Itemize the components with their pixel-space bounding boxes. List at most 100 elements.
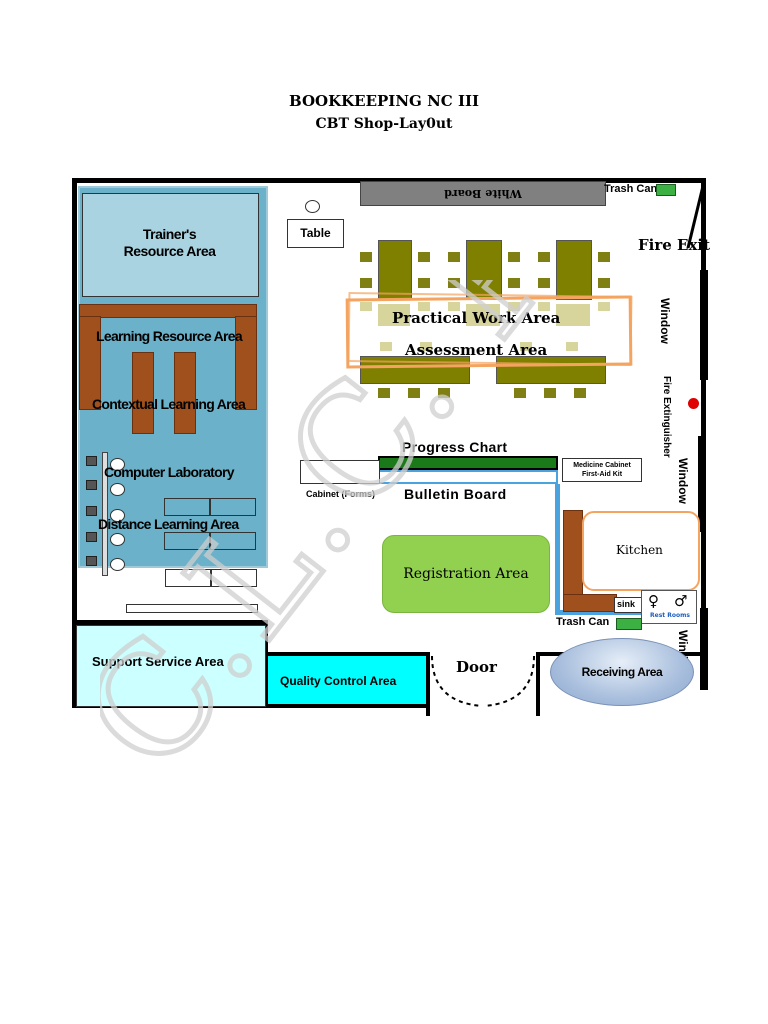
divider-wall-bottom bbox=[555, 610, 641, 615]
chair-icon bbox=[360, 278, 372, 288]
chair-icon bbox=[360, 252, 372, 262]
chair-icon bbox=[418, 302, 430, 311]
stool-icon bbox=[110, 483, 125, 496]
bulletin-board-label: Bulletin Board bbox=[404, 486, 507, 502]
chair-icon bbox=[418, 252, 430, 262]
door-swing bbox=[431, 655, 535, 707]
chair-icon bbox=[418, 278, 430, 288]
chair-icon bbox=[408, 388, 420, 398]
white-board: White Board bbox=[360, 181, 606, 206]
assessment-label: Assessment Area bbox=[405, 341, 548, 359]
resource-table-left bbox=[79, 316, 101, 410]
contextual-table-1 bbox=[132, 352, 154, 434]
rest-rooms bbox=[641, 590, 697, 624]
chair-icon bbox=[598, 302, 610, 311]
assessment-desk bbox=[360, 356, 470, 384]
kitchen-counter-vertical bbox=[563, 510, 583, 598]
distance-desk bbox=[210, 532, 256, 550]
chair-icon bbox=[438, 388, 450, 398]
window-2 bbox=[698, 436, 706, 532]
support-service-area bbox=[76, 625, 266, 707]
fire-extinguisher-label: Fire Extinguisher bbox=[661, 376, 672, 458]
quality-control-area bbox=[268, 656, 426, 704]
practical-work-label: Practical Work Area bbox=[392, 309, 561, 327]
female-restroom-icon: ♀ bbox=[648, 592, 659, 610]
divider-wall bbox=[555, 484, 560, 614]
male-restroom-icon: ♂ bbox=[674, 592, 688, 610]
stool-icon bbox=[110, 458, 125, 471]
quality-control-label: Quality Control Area bbox=[280, 674, 397, 688]
stool-icon bbox=[110, 509, 125, 522]
chair-icon bbox=[598, 278, 610, 288]
computer-lab-label: Computer Laboratory bbox=[104, 464, 235, 480]
work-desk bbox=[556, 240, 592, 300]
registration-area: Registration Area bbox=[382, 535, 550, 613]
contextual-table-2 bbox=[174, 352, 196, 434]
kitchen-area bbox=[582, 511, 700, 591]
cabinet-forms-label: Cabinet (Forms) bbox=[306, 489, 376, 499]
page-title: BOOKKEEPING NC III bbox=[289, 92, 479, 110]
receiving-area: Receiving Area bbox=[550, 638, 694, 706]
fire-exit-label: Fire Exit bbox=[638, 236, 711, 254]
resource-table-top bbox=[79, 304, 257, 318]
computer-icon bbox=[86, 480, 97, 490]
learning-resource-label: Learning Resource Area bbox=[96, 328, 243, 344]
computer-icon bbox=[86, 456, 97, 466]
stool-icon bbox=[110, 558, 125, 571]
resource-table-right bbox=[235, 316, 257, 410]
chair-icon bbox=[378, 388, 390, 398]
wall-qc-top bbox=[264, 652, 430, 656]
chair-icon bbox=[538, 278, 550, 288]
storage-desk bbox=[165, 569, 211, 587]
chair-icon bbox=[538, 302, 550, 311]
chair-icon bbox=[508, 302, 520, 311]
chair-icon bbox=[514, 388, 526, 398]
computer-icon bbox=[86, 556, 97, 566]
support-service-label: Support Service Area bbox=[92, 654, 224, 669]
trainers-resource-box bbox=[82, 193, 259, 297]
registration-label: Registration Area bbox=[403, 566, 529, 582]
assessment-desk bbox=[496, 356, 606, 384]
page-subtitle: CBT Shop-Lay0ut bbox=[315, 116, 453, 132]
computer-bench bbox=[102, 452, 108, 576]
distance-learning-label: Distance Learning Area bbox=[98, 516, 239, 532]
receiving-label: Receiving Area bbox=[581, 665, 663, 679]
distance-desk bbox=[210, 498, 256, 516]
contextual-learning-label: Contextual Learning Area bbox=[92, 396, 246, 412]
chair-icon bbox=[538, 252, 550, 262]
medicine-cabinet-label: Medicine Cabinet First-Aid Kit bbox=[573, 462, 631, 478]
trash-can-top-label: Trash Can bbox=[604, 183, 658, 195]
wall-left bbox=[72, 178, 77, 708]
wall-top bbox=[72, 178, 706, 183]
trash-can-icon bbox=[656, 184, 676, 196]
chair-icon bbox=[508, 278, 520, 288]
chair-icon bbox=[420, 342, 432, 351]
bulletin-board bbox=[378, 470, 558, 484]
fire-extinguisher-icon bbox=[688, 398, 699, 409]
trash-can-icon bbox=[616, 618, 642, 630]
chair-icon bbox=[380, 342, 392, 351]
chair-icon bbox=[544, 388, 556, 398]
computer-icon bbox=[86, 532, 97, 542]
stool-icon bbox=[305, 200, 320, 213]
distance-desk bbox=[164, 532, 210, 550]
door-jamb-right bbox=[536, 652, 540, 716]
chair-icon bbox=[574, 388, 586, 398]
window-3 bbox=[700, 608, 708, 690]
work-desk-shadow bbox=[466, 304, 500, 326]
chair-icon bbox=[448, 252, 460, 262]
rest-rooms-label: Rest Rooms bbox=[650, 612, 690, 619]
chair-icon bbox=[566, 342, 578, 351]
wall-right bbox=[701, 178, 706, 658]
computer-icon bbox=[86, 506, 97, 516]
sink-label: sink bbox=[617, 599, 636, 609]
trainers-resource-label: Trainer's Resource Area bbox=[123, 226, 216, 259]
door-label: Door bbox=[456, 658, 497, 676]
door-jamb-left bbox=[426, 652, 430, 716]
distance-desk bbox=[164, 498, 210, 516]
kitchen-counter-horizontal bbox=[563, 594, 617, 612]
chair-icon bbox=[598, 252, 610, 262]
fire-exit-door bbox=[686, 181, 706, 249]
wall-support-right bbox=[264, 620, 268, 708]
